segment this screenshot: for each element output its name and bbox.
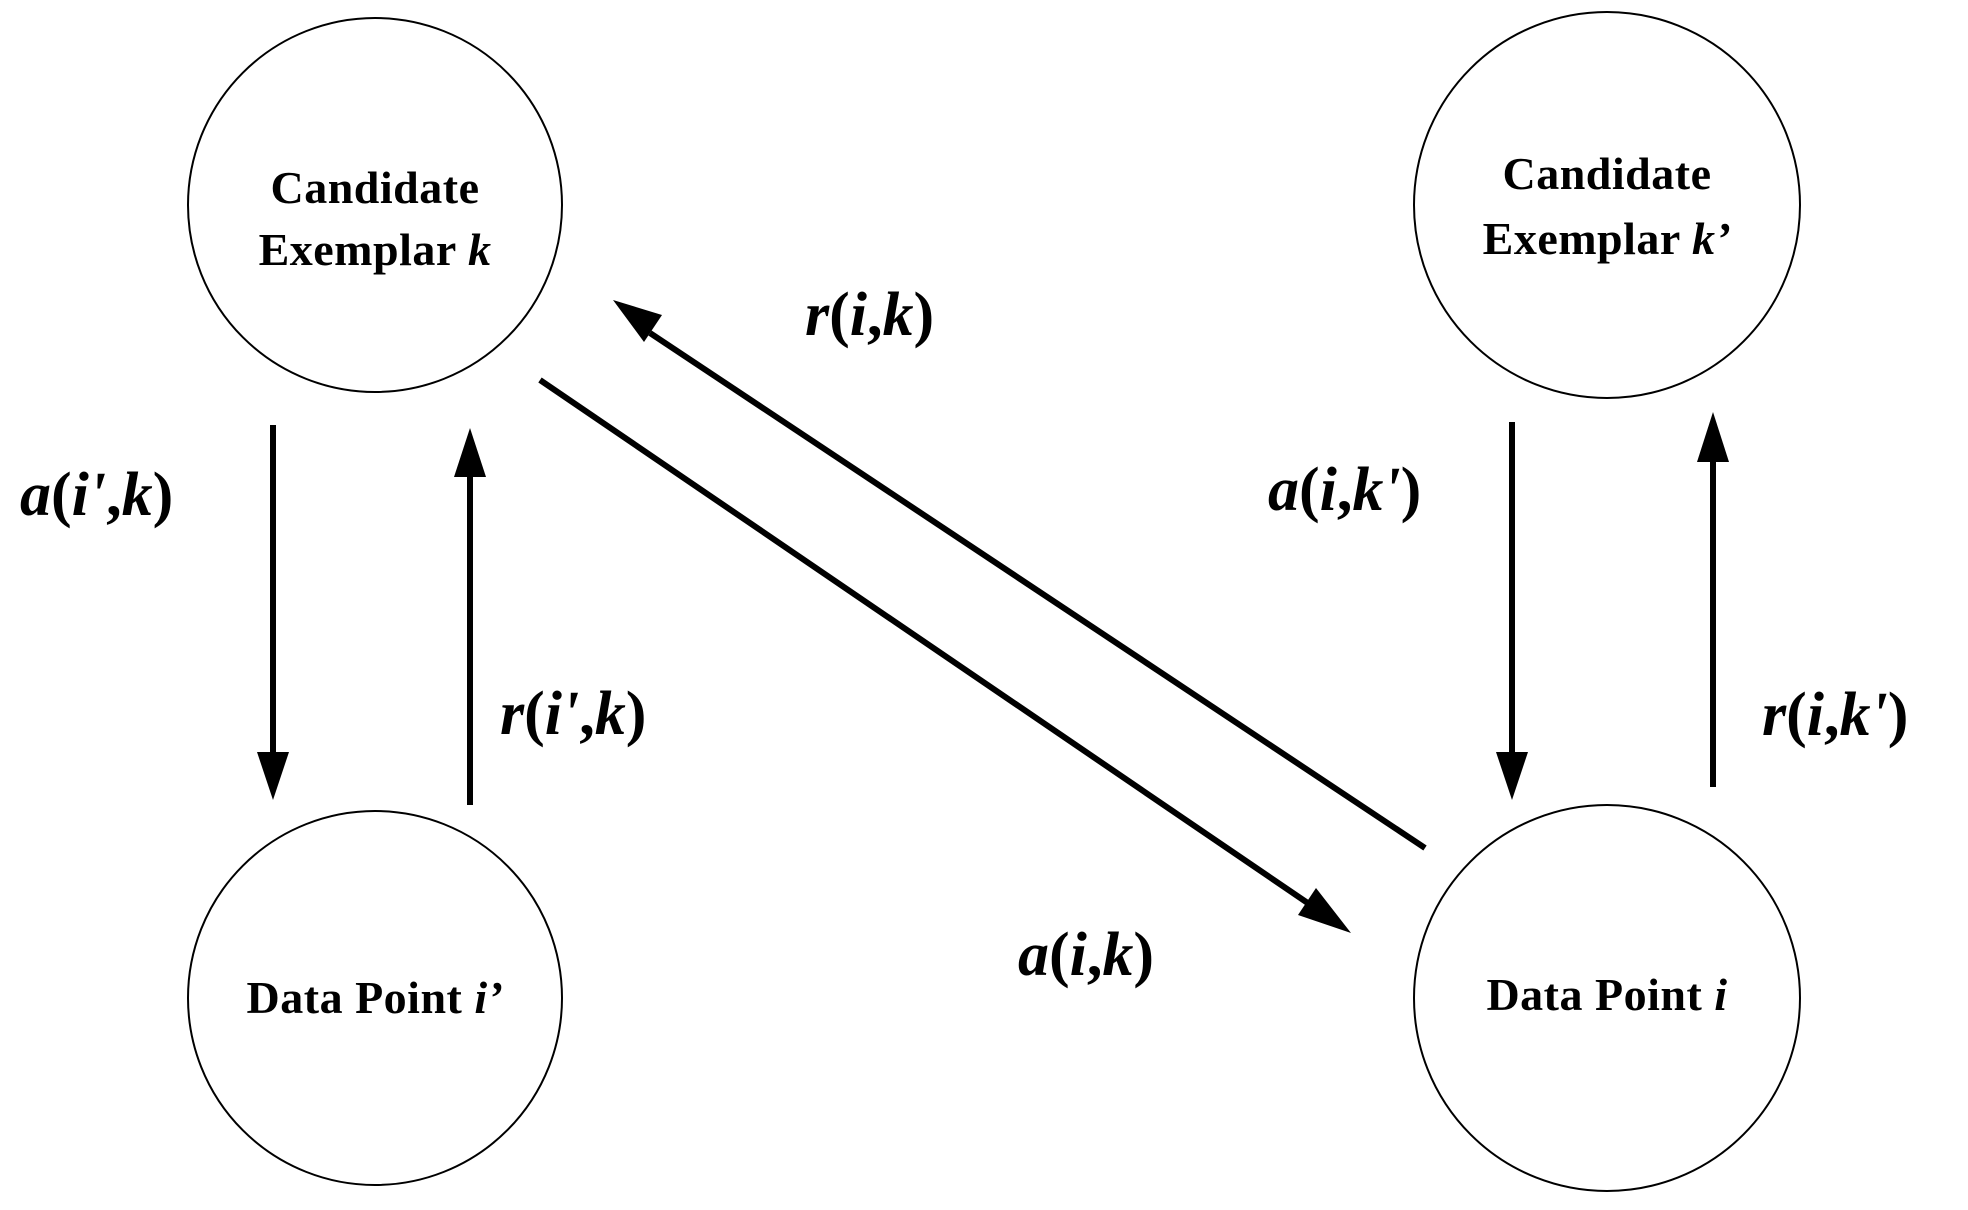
arrow-r-iprime-k — [454, 428, 486, 805]
node-data-point-i: Data Point i — [1413, 804, 1801, 1192]
node-label-line1: Candidate — [1503, 148, 1712, 199]
node-candidate-exemplar-k: Candidate Exemplar k — [187, 17, 563, 393]
edge-label-a-iprime-k: a(i',k) — [20, 461, 173, 529]
arrow-a-i-kprime — [1496, 422, 1528, 800]
arrow-r-i-kprime — [1697, 412, 1729, 787]
node-candidate-exemplar-k-prime: Candidate Exemplar k’ — [1413, 11, 1801, 399]
edge-label-a-i-kprime: a(i,k') — [1268, 456, 1421, 524]
node-label-line1: Candidate — [271, 162, 480, 213]
edge-label-a-i-k: a(i,k) — [1018, 921, 1154, 989]
node-data-point-i-prime: Data Point i’ — [187, 810, 563, 1186]
node-label: Data Point i — [1486, 969, 1727, 1020]
node-label-line2: Exemplar k’ — [1483, 213, 1732, 264]
edge-label-r-iprime-k: r(i',k) — [500, 680, 646, 748]
arrow-a-i-k — [538, 377, 1351, 933]
arrow-r-i-k — [613, 300, 1427, 851]
node-label-line2: Exemplar k — [259, 224, 492, 275]
node-label: Data Point i’ — [247, 972, 504, 1023]
edge-label-r-i-kprime: r(i,k') — [1762, 681, 1908, 749]
edge-label-r-i-k: r(i,k) — [805, 281, 934, 349]
arrow-a-iprime-k — [257, 425, 289, 800]
